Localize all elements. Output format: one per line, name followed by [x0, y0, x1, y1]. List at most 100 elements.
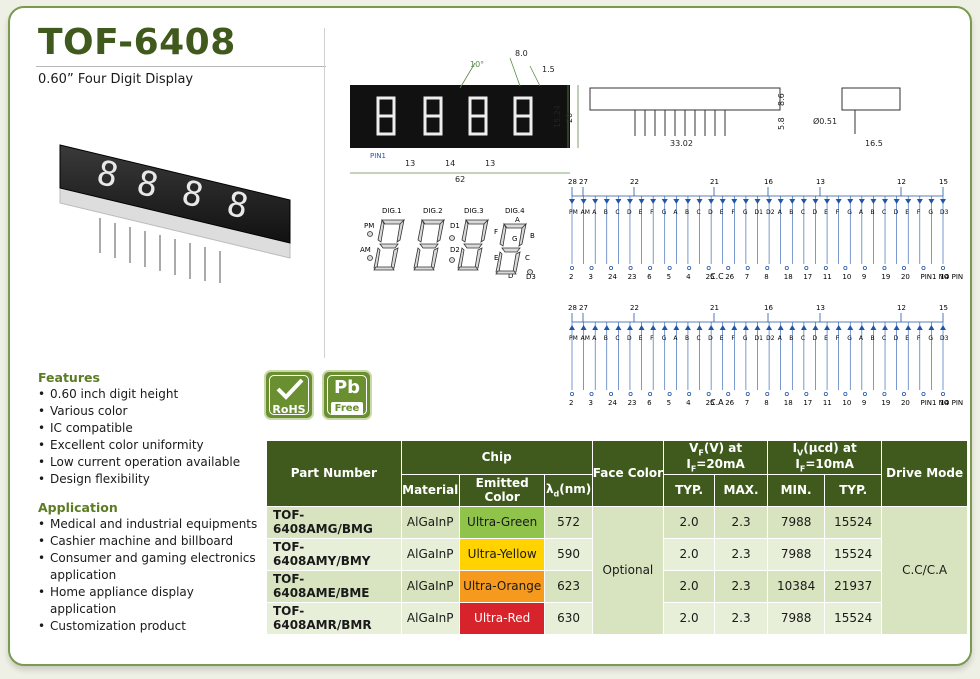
cell-color: Ultra-Yellow	[458, 537, 546, 571]
circuit-segment-label: A	[673, 335, 678, 342]
circuit-segment-label: D	[708, 335, 713, 342]
circuit-segment-label: D	[812, 209, 817, 216]
circuit-top-pin: 13	[816, 178, 825, 186]
circuit-bottom-pin: 10	[842, 273, 851, 281]
circuit-top-pin: 12	[897, 304, 906, 312]
cell-part: TOF-6408AMG/BMG	[266, 505, 402, 539]
circuit-bottom-pin: 26	[725, 273, 734, 281]
circuit-bottom-pin: 25	[706, 399, 715, 407]
circuit-segment-label: E	[824, 209, 828, 216]
circuit-segment-label: C	[882, 335, 886, 342]
circuit-segment-label: G	[928, 335, 933, 342]
circuit-top-pin: 15	[939, 304, 948, 312]
circuit-pin-node	[901, 265, 906, 270]
circuit-bottom-pin: 18	[784, 273, 793, 281]
circuit-segment-label: F	[836, 335, 840, 342]
feature-item: Excellent color uniformity	[38, 437, 240, 454]
circuit-pin-node	[804, 391, 809, 396]
cell-vf-max: 2.3	[714, 505, 769, 539]
circuit-bottom-pin: 19	[881, 399, 890, 407]
dim-angle: 10°	[470, 60, 484, 69]
digit-label-g: G	[512, 235, 517, 243]
feature-item: 0.60 inch digit height	[38, 386, 240, 403]
circuit-segment-label: G	[743, 209, 748, 216]
circuit-segment-label: D	[894, 209, 899, 216]
th-chip: Chip	[400, 440, 593, 475]
th-wavelength: λd(nm)	[544, 473, 593, 507]
th-vf-max: MAX.	[714, 473, 769, 507]
circuit-segment-label: B	[789, 335, 793, 342]
circuit-bottom-pin: PIN1 NO PIN	[920, 273, 963, 281]
cell-material: AlGaInP	[400, 569, 460, 603]
circuit-top-pin: 12	[897, 178, 906, 186]
circuit-bottom-pin: 2	[569, 273, 573, 281]
digit-label-e: E	[494, 254, 498, 262]
digit-label-dig1: DIG.1	[382, 207, 402, 215]
cell-wavelength: 590	[544, 537, 593, 571]
digit-label-dig2: DIG.2	[423, 207, 443, 215]
led-pins	[99, 218, 221, 283]
cell-material: AlGaInP	[400, 505, 460, 539]
application-list: Medical and industrial equipments Cashie…	[38, 516, 258, 635]
circuit-bottom-pin: 9	[862, 399, 866, 407]
circuit-segment-label: G	[928, 209, 933, 216]
circuit-bottom-pin: 4	[686, 273, 691, 281]
cell-iv-min: 10384	[767, 569, 826, 603]
dim-13a: 13	[405, 159, 415, 168]
application-item: Cashier machine and billboard	[38, 533, 258, 550]
circuit-bottom-pin: 11	[823, 399, 832, 407]
circuit-pin-node	[648, 265, 653, 270]
circuit-segment-label: C	[697, 335, 701, 342]
circuit-bottom-pin: 23	[628, 399, 637, 407]
title-divider	[36, 66, 326, 67]
circuit-segment-label: D1	[755, 209, 764, 216]
application-item: Customization product	[38, 618, 258, 635]
digit-label-d1: D1	[450, 222, 460, 230]
cell-material: AlGaInP	[400, 601, 460, 635]
cell-iv-typ: 15524	[824, 505, 883, 539]
circuit-pin-node	[706, 265, 711, 270]
circuit-segment-label: F	[650, 209, 654, 216]
digit-label-d2: D2	[450, 246, 460, 254]
rohs-badge: RoHS	[264, 370, 314, 420]
rohs-label: RoHS	[272, 403, 306, 416]
circuit-segment-label: E	[905, 335, 909, 342]
circuit-segment-label: D	[627, 335, 632, 342]
feature-item: Design flexibility	[38, 471, 240, 488]
circuit-pin-node	[823, 265, 828, 270]
circuit-segment-label: G	[662, 209, 667, 216]
circuit-bottom-pin: 10	[842, 399, 851, 407]
digit-label-b: B	[530, 232, 535, 240]
circuit-bottom-pin: 7	[745, 273, 749, 281]
cell-iv-min: 7988	[767, 537, 826, 571]
circuit-bottom-pin: 6	[647, 273, 652, 281]
cell-iv-typ: 21937	[824, 569, 883, 603]
end-view-body	[841, 87, 901, 111]
cell-wavelength: 630	[544, 601, 593, 635]
table-row: TOF-6408AMR/BMR AlGaInP Ultra-Red 630 2.…	[266, 601, 968, 635]
circuit-segment-label: F	[731, 209, 735, 216]
circuit-pin-node	[667, 391, 672, 396]
circuit-pin-node	[667, 265, 672, 270]
cell-vf-max: 2.3	[714, 537, 769, 571]
circuit-segment-label: C	[615, 335, 619, 342]
circuit-segment-label: A	[778, 209, 783, 216]
circuit-bottom-pin: 17	[803, 273, 812, 281]
circuit-segment-label: C	[697, 209, 701, 216]
product-title: TOF-6408	[38, 22, 236, 63]
dim-62: 62	[455, 175, 465, 184]
circuit-bottom-pin: 14	[940, 273, 949, 281]
circuit-bottom-pin: 23	[628, 273, 637, 281]
datasheet-card: TOF-6408 0.60” Four Digit Display 8 8 8	[8, 6, 972, 666]
circuit-segment-label: A	[859, 335, 864, 342]
circuit-segment-label: E	[824, 335, 828, 342]
th-material: Material	[400, 473, 460, 507]
circuit-segment-label: D	[708, 209, 713, 216]
features-heading: Features	[38, 370, 100, 385]
application-heading: Application	[38, 500, 118, 515]
circuit-bottom-pin: 3	[589, 273, 593, 281]
circuit-bottom-pin: 11	[823, 273, 832, 281]
circuit-segment-label: E	[905, 209, 909, 216]
cell-vf-typ: 2.0	[663, 537, 716, 571]
